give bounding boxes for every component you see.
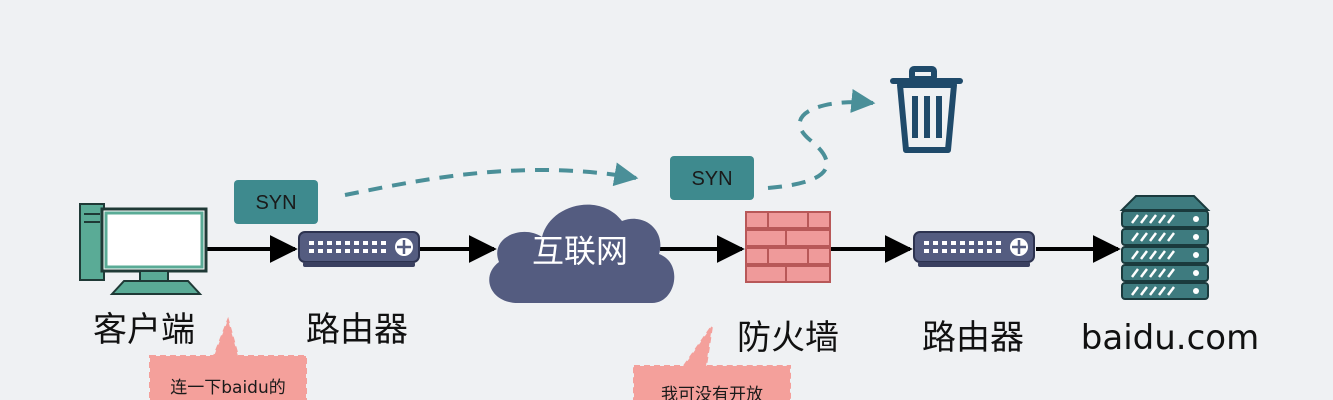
firewall-note: 我可没有开放 xyxy=(661,385,763,400)
firewall-icon xyxy=(745,211,831,283)
router-icon xyxy=(297,230,421,269)
syn-packet-2: SYN xyxy=(670,156,754,200)
client-speech-bubble: 连一下baidu的 xyxy=(149,316,307,400)
syn-dashed-arrow-1 xyxy=(344,162,639,197)
desktop-computer-icon xyxy=(79,203,208,295)
router1-label: 路由器 xyxy=(306,310,408,350)
syn-packet-1: SYN xyxy=(234,180,318,224)
firewall-label: 防火墙 xyxy=(737,318,839,358)
internet-label: 互联网 xyxy=(532,232,628,270)
client-note: 连一下baidu的 xyxy=(170,378,286,398)
syn-packet-1-label: SYN xyxy=(255,192,296,214)
trash-icon xyxy=(890,66,963,153)
firewall-speech-bubble: 我可没有开放 xyxy=(633,325,791,400)
client-label: 客户端 xyxy=(93,310,195,350)
server-rack-icon xyxy=(1119,195,1211,300)
router2-label: 路由器 xyxy=(922,318,1024,358)
syn-packet-2-label: SYN xyxy=(691,168,732,190)
server-label: baidu.com xyxy=(1081,318,1259,358)
cloud-icon xyxy=(489,204,675,303)
router-icon-2 xyxy=(912,230,1036,269)
syn-dashed-arrow-2 xyxy=(767,89,876,190)
